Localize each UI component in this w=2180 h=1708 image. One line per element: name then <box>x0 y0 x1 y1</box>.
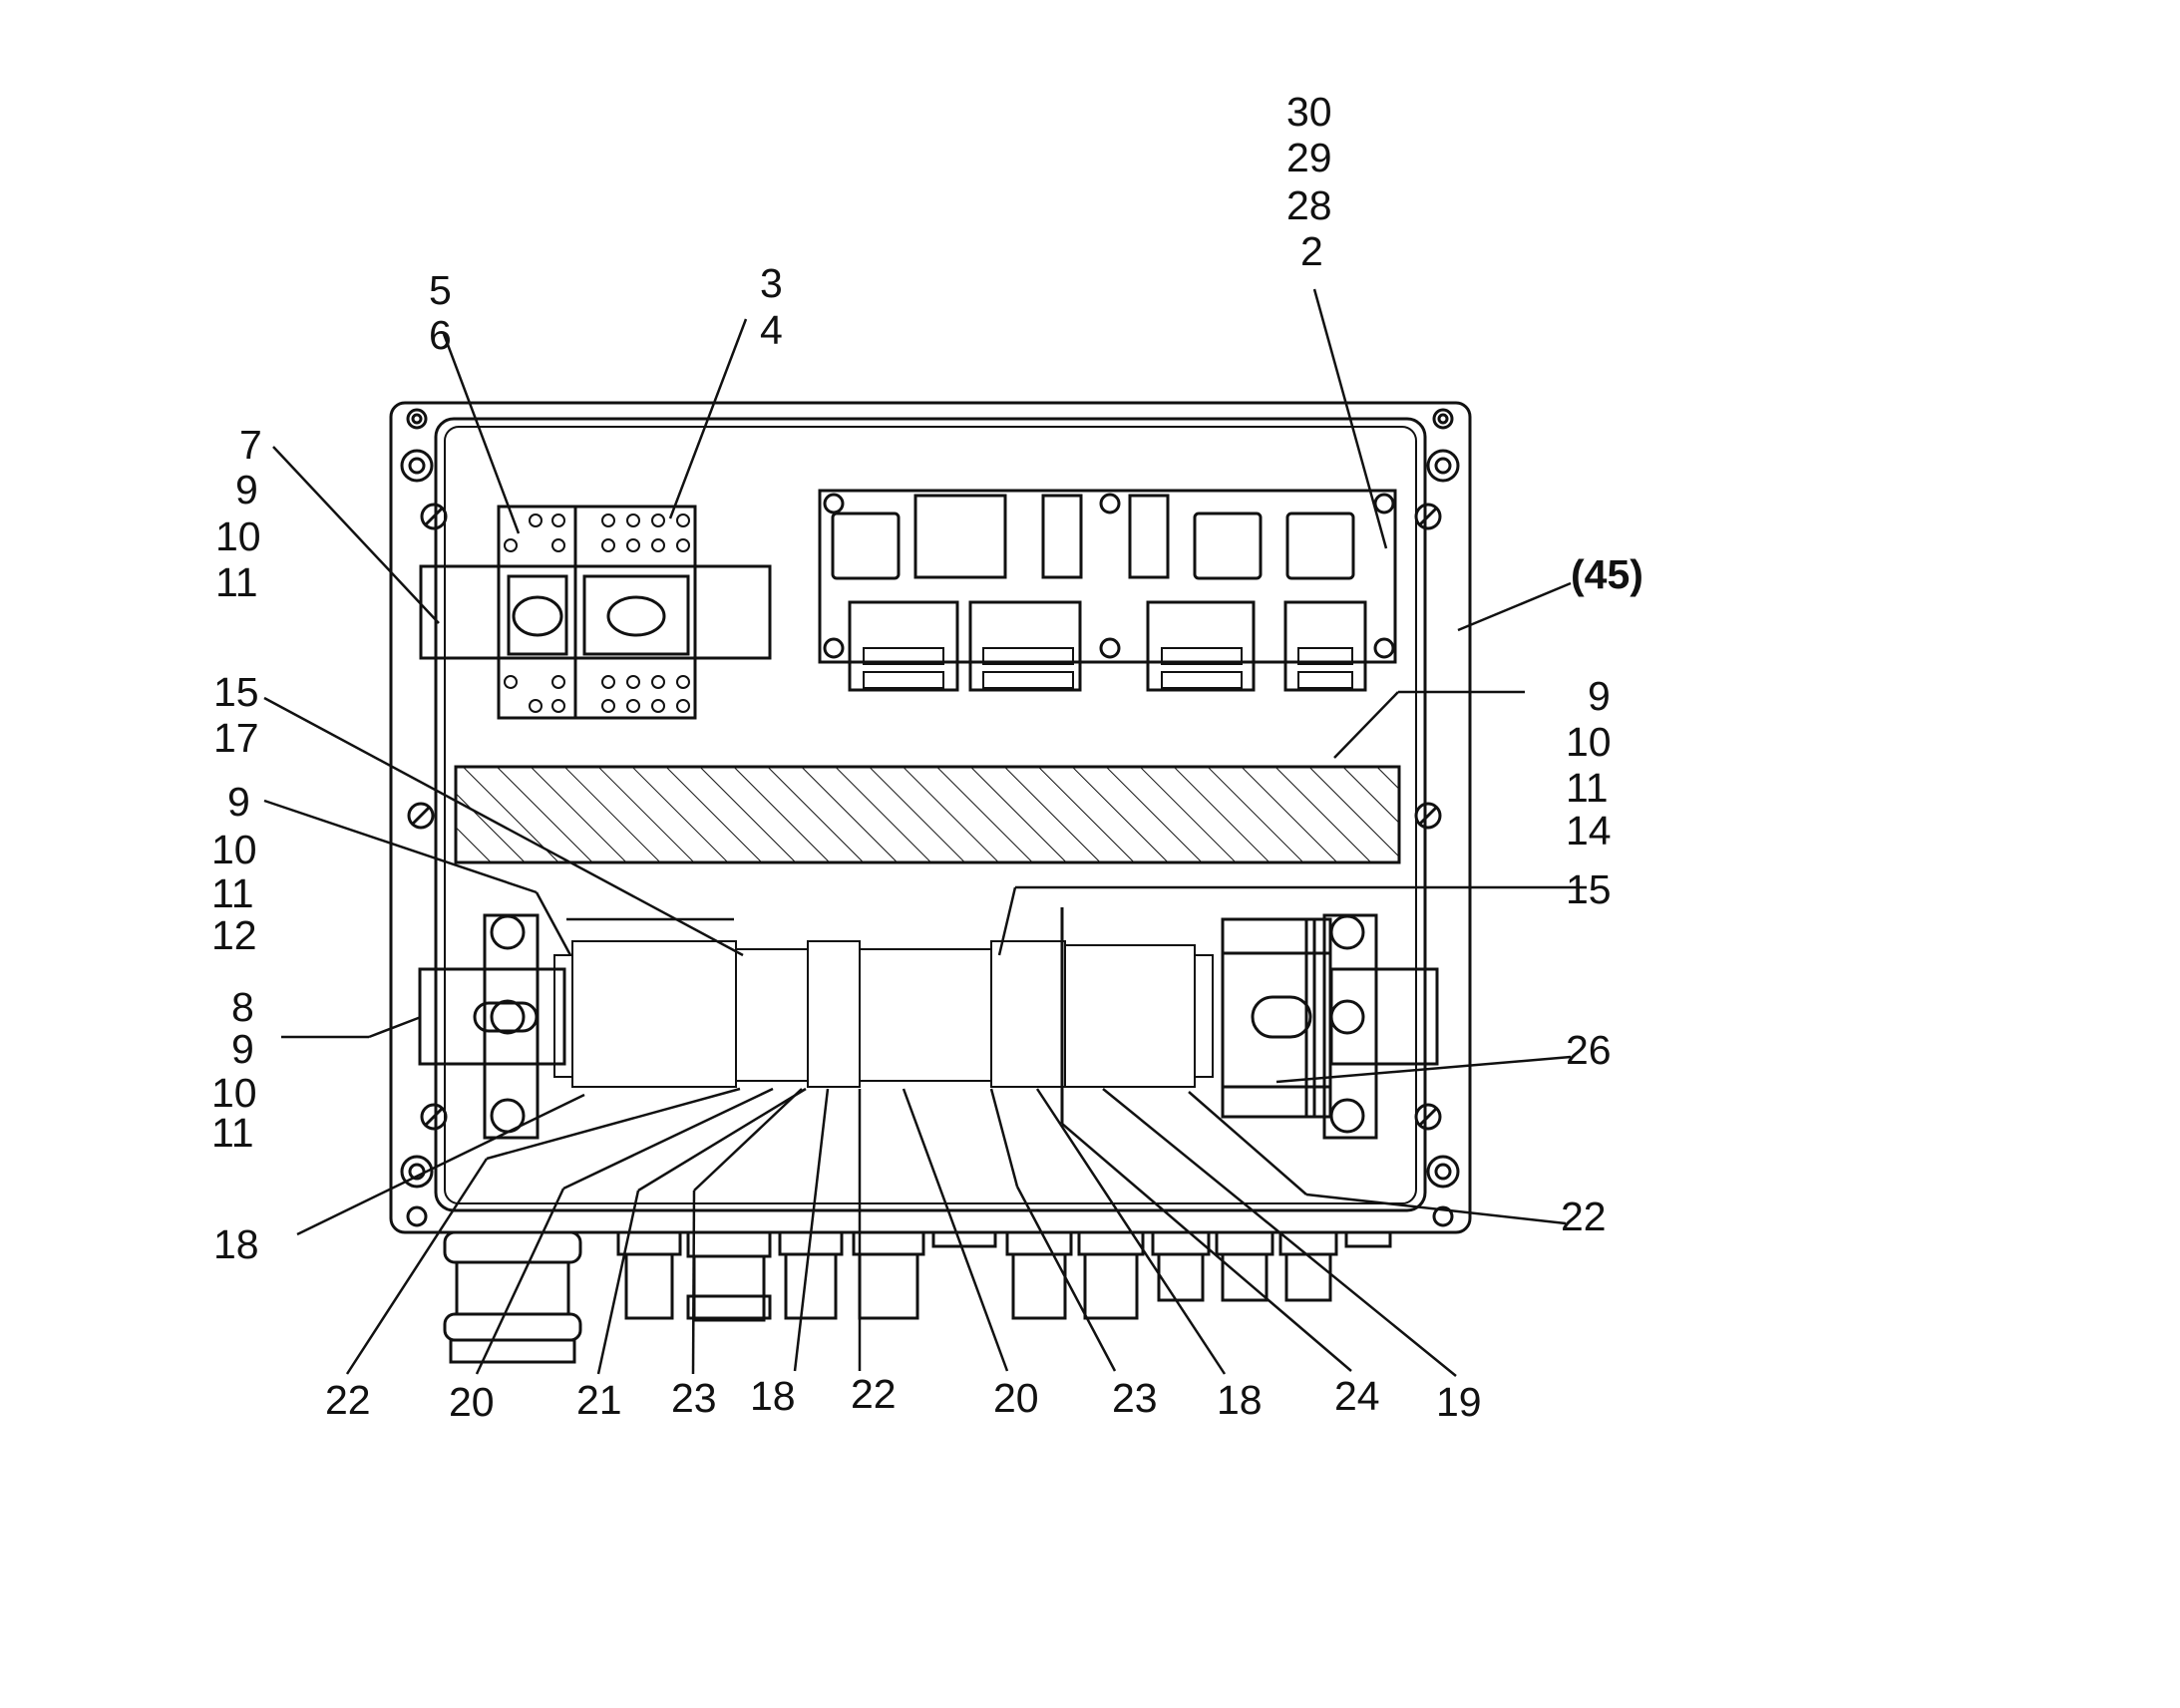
enclosure-outer <box>389 401 1472 1234</box>
label-bottom-18a: 18 <box>750 1373 796 1419</box>
label-10-left: 10 <box>211 827 257 872</box>
label-9-lower: 9 <box>231 1026 254 1072</box>
label-11-lower: 11 <box>211 1110 254 1156</box>
label-2: 2 <box>1300 228 1323 274</box>
label-30: 30 <box>1286 89 1332 135</box>
label-10: 10 <box>215 513 261 559</box>
callout-labels: 30 29 28 2 5 6 3 4 7 9 10 11 (45) 15 17 … <box>211 89 1643 1425</box>
label-bottom-23a: 23 <box>671 1375 717 1421</box>
label-bottom-20a: 20 <box>449 1379 495 1425</box>
top-left-breaker <box>419 505 772 720</box>
label-18-left: 18 <box>213 1221 259 1267</box>
corner-screws <box>400 408 1460 1227</box>
label-11: 11 <box>215 559 258 605</box>
label-bottom-18b: 18 <box>1217 1377 1263 1423</box>
label-bottom-24: 24 <box>1334 1373 1380 1419</box>
label-4: 4 <box>760 307 783 353</box>
label-9-left: 9 <box>227 779 250 825</box>
leader-lines <box>263 288 1587 1377</box>
label-45: (45) <box>1571 551 1643 597</box>
label-11-left: 11 <box>211 870 254 916</box>
label-12-left: 12 <box>211 912 257 958</box>
label-11-right: 11 <box>1566 765 1609 811</box>
panel-screws <box>407 503 1442 1131</box>
enclosure-inner <box>434 417 1427 1212</box>
label-bottom-22b: 22 <box>851 1371 897 1417</box>
label-14-right: 14 <box>1566 808 1612 854</box>
label-bottom-20b: 20 <box>993 1375 1039 1421</box>
label-29: 29 <box>1286 135 1332 180</box>
bottom-rail-right-bracket <box>1221 913 1439 1140</box>
hatched-separator <box>454 765 1401 864</box>
circuit-board <box>818 489 1397 692</box>
label-5: 5 <box>429 267 452 313</box>
label-9-right: 9 <box>1588 673 1611 719</box>
label-bottom-23b: 23 <box>1112 1375 1158 1421</box>
label-3: 3 <box>760 260 783 306</box>
label-7: 7 <box>239 422 262 468</box>
label-15-right: 15 <box>1566 866 1612 912</box>
label-22-right: 22 <box>1561 1194 1607 1239</box>
label-10-lower: 10 <box>211 1070 257 1116</box>
label-6: 6 <box>429 312 452 358</box>
cable-glands <box>443 1230 1392 1364</box>
terminal-blocks <box>553 907 1214 1124</box>
label-15: 15 <box>213 669 259 715</box>
label-10-right: 10 <box>1566 719 1612 765</box>
label-bottom-21: 21 <box>576 1377 622 1423</box>
label-9: 9 <box>235 467 258 512</box>
label-17: 17 <box>213 715 259 761</box>
label-bottom-22a: 22 <box>325 1377 371 1423</box>
bottom-rail-left-bracket <box>418 913 566 1140</box>
label-bottom-19: 19 <box>1436 1379 1482 1425</box>
label-8: 8 <box>231 984 254 1030</box>
label-26: 26 <box>1566 1027 1612 1073</box>
label-28: 28 <box>1286 182 1332 228</box>
